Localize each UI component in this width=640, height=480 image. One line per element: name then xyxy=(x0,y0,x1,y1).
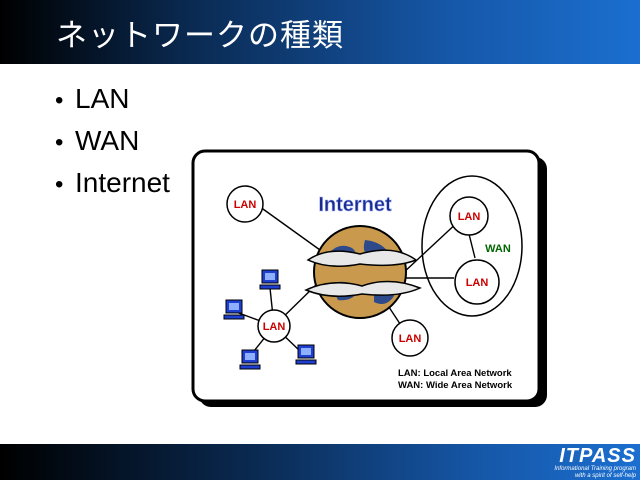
lan-label: LAN xyxy=(458,211,481,223)
bullet-item-wan: • WAN xyxy=(55,120,170,162)
itpass-logo: ITPASS Informational Training program wi… xyxy=(554,446,636,480)
internet-label: Internet xyxy=(318,194,392,216)
bullet-list: • LAN • WAN • Internet xyxy=(55,78,170,204)
wan-label: WAN xyxy=(485,243,511,255)
lan-node-top-left: LAN xyxy=(226,185,264,223)
network-diagram: Internet LAN LAN LAN LAN LAN WAN LAN: Lo… xyxy=(191,149,547,407)
lan-node-wan-bottom: LAN xyxy=(454,259,500,305)
computer-icon xyxy=(239,349,261,370)
slide-title: ネットワークの種類 xyxy=(56,18,344,54)
bullet-item-lan: • LAN xyxy=(55,78,170,120)
wan-boundary xyxy=(421,175,523,317)
bullet-text: Internet xyxy=(75,167,170,198)
logo-text: ITPASS xyxy=(559,445,636,467)
logo-tagline-2: with a spirit of self-help xyxy=(574,473,636,479)
bullet-dot-icon: • xyxy=(55,129,64,156)
lan-node-computers: LAN xyxy=(257,309,291,343)
bullet-dot-icon: • xyxy=(55,171,64,198)
lan-node-bottom-right: LAN xyxy=(391,319,429,357)
legend-lan: LAN: Local Area Network xyxy=(398,368,512,379)
bullet-text: WAN xyxy=(75,125,140,156)
lan-label: LAN xyxy=(466,277,489,289)
computer-icon xyxy=(223,299,245,320)
globe-icon xyxy=(304,225,422,319)
legend-wan: WAN: Wide Area Network xyxy=(398,380,513,391)
logo-tagline-1: Informational Training program xyxy=(554,466,636,472)
bullet-text: LAN xyxy=(75,83,130,114)
lan-label: LAN xyxy=(234,199,257,211)
computer-icon xyxy=(259,269,281,290)
lan-node-wan-top: LAN xyxy=(449,196,489,236)
computer-icon xyxy=(295,344,317,365)
lan-label: LAN xyxy=(263,321,286,333)
bullet-dot-icon: • xyxy=(55,87,64,114)
footer-bar: ITPASS Informational Training program wi… xyxy=(0,444,640,480)
title-bar: ネットワークの種類 xyxy=(0,0,640,64)
lan-label: LAN xyxy=(399,333,422,345)
bullet-item-internet: • Internet xyxy=(55,162,170,204)
